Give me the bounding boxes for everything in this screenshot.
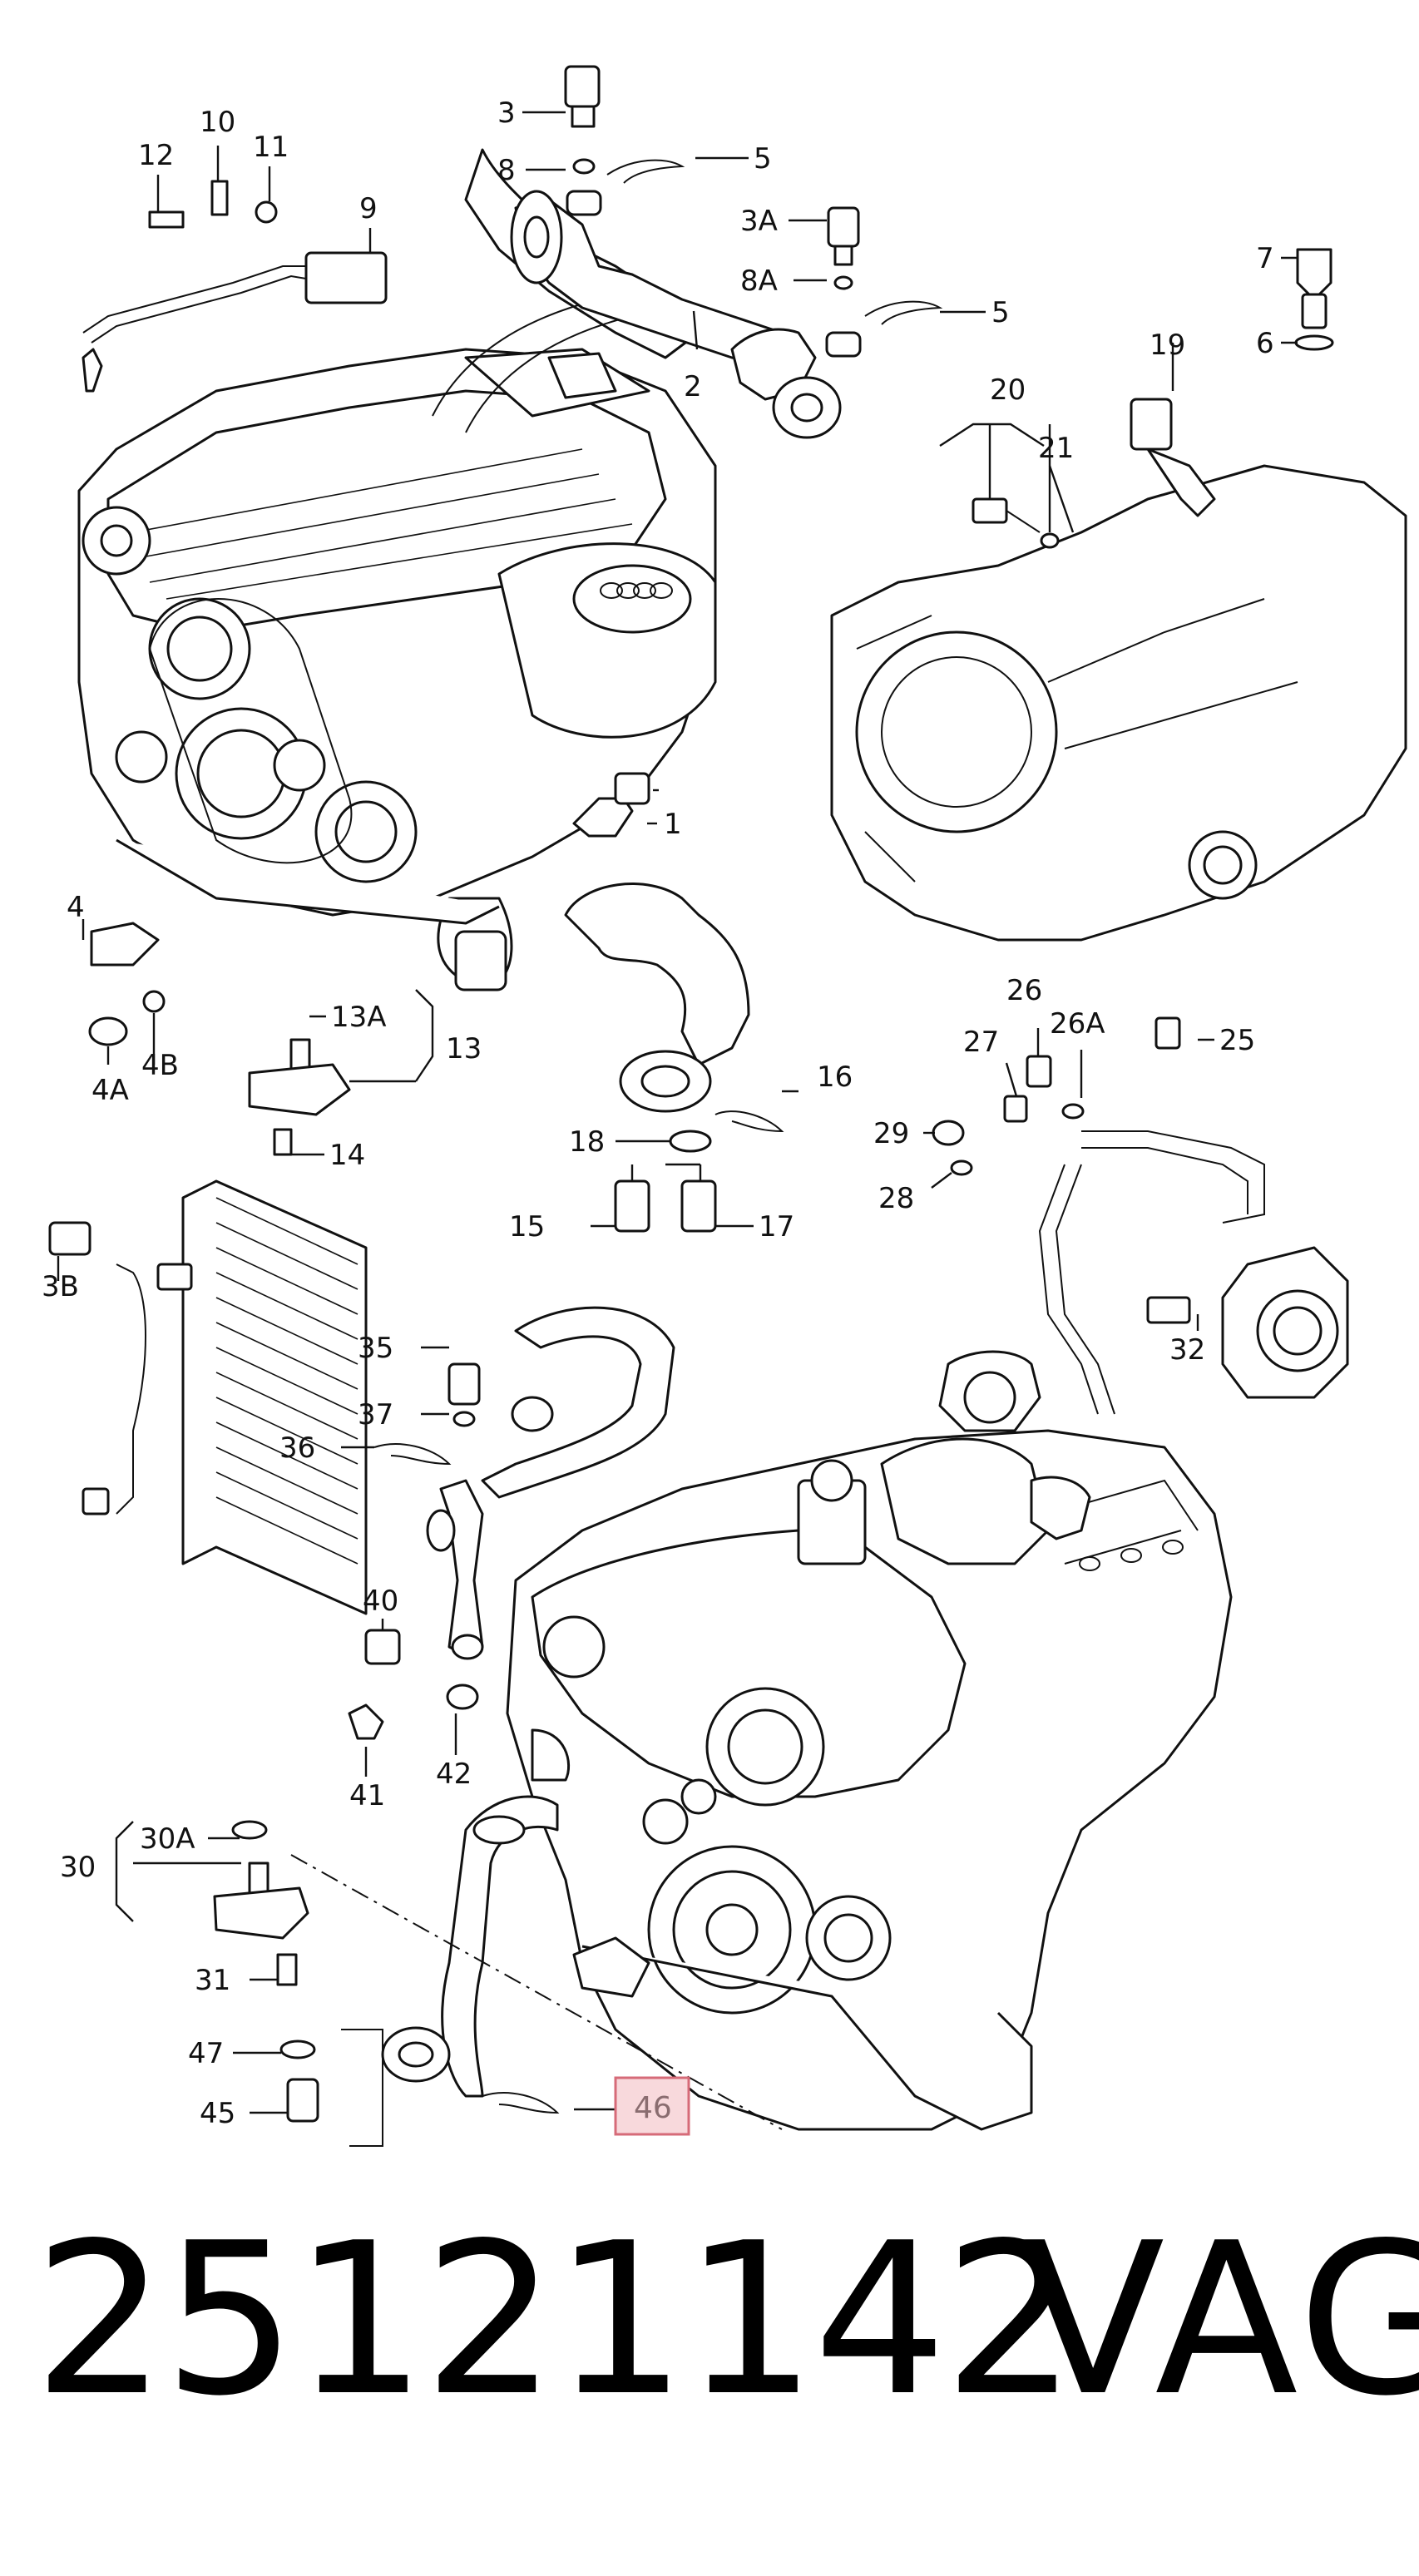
callout-4a: 4A <box>91 1074 129 1107</box>
lower-engine-drawing <box>506 1350 1233 2131</box>
callout-5: 5 <box>754 142 772 176</box>
callout-30: 30 <box>60 1851 96 1884</box>
callout-46: 46 <box>634 2091 672 2125</box>
callout-46-box <box>614 2076 690 2136</box>
lower-hose-drawing <box>348 1306 675 2098</box>
footer: 25121142 VAG <box>0 2196 1419 2445</box>
callout-26a: 26A <box>1050 1007 1105 1041</box>
callout-1: 1 <box>664 808 682 841</box>
callout-27: 27 <box>963 1026 999 1059</box>
callout-31: 31 <box>195 1964 230 1997</box>
part-number: 25121142 <box>33 2198 1077 2442</box>
callout-46-highlight[interactable]: 46 <box>614 2076 690 2136</box>
callout-28: 28 <box>878 1182 914 1215</box>
transmission-drawing <box>830 248 1407 942</box>
part-32-drawing <box>1146 1246 1349 1399</box>
coolant-flange-top-drawing <box>510 65 943 439</box>
callout-26: 26 <box>1006 974 1042 1007</box>
callout-35: 35 <box>358 1332 393 1365</box>
callout-21: 21 <box>1038 432 1074 465</box>
callout-3a: 3A <box>740 205 778 238</box>
parts-25-29-drawing <box>932 1016 1265 1415</box>
callout-13a: 13A <box>331 1001 387 1034</box>
callout-29: 29 <box>873 1117 909 1150</box>
callout-37: 37 <box>358 1398 393 1431</box>
callout-41: 41 <box>349 1779 385 1812</box>
radiator-drawing <box>48 1179 368 1615</box>
callout-10: 10 <box>200 106 235 139</box>
callout-32: 32 <box>1169 1333 1205 1367</box>
callout-16: 16 <box>817 1061 853 1094</box>
callout-14: 14 <box>329 1139 365 1172</box>
callout-12: 12 <box>138 139 174 172</box>
callout-7: 7 <box>1256 242 1274 275</box>
callout-8: 8 <box>497 154 516 187</box>
callout-4: 4 <box>67 891 85 924</box>
callout-3b: 3B <box>42 1270 79 1303</box>
callout-20: 20 <box>990 373 1026 407</box>
upper-engine-drawing <box>77 148 717 991</box>
callout-labels: 3 8 5 2 3A 8A 5 7 6 19 20 21 9 10 11 12 … <box>42 96 1274 2130</box>
callout-18: 18 <box>569 1125 605 1159</box>
parts-30-31-45-47-drawing <box>213 1820 783 2147</box>
callout-17: 17 <box>759 1210 794 1244</box>
callout-47: 47 <box>188 2037 224 2070</box>
callout-9: 9 <box>359 192 378 225</box>
coolant-hose-middle-drawing <box>564 883 784 1233</box>
callout-6: 6 <box>1256 327 1274 360</box>
callout-2: 2 <box>684 370 702 403</box>
callout-4b: 4B <box>141 1049 179 1082</box>
callout-11: 11 <box>253 131 289 164</box>
sensor-1-drawing <box>572 772 659 838</box>
callout-19: 19 <box>1150 329 1185 362</box>
callout-3: 3 <box>497 96 516 130</box>
callout-42: 42 <box>436 1758 472 1791</box>
callout-30a: 30A <box>140 1822 195 1856</box>
brand-name: VAG <box>1021 2198 1419 2442</box>
upper-left-sensor-wire-drawing <box>82 180 388 393</box>
callout-25: 25 <box>1219 1024 1255 1057</box>
callout-13: 13 <box>446 1032 482 1066</box>
callout-leader-lines <box>57 111 1298 2114</box>
callout-36: 36 <box>279 1431 315 1465</box>
callout-5-second: 5 <box>991 296 1010 329</box>
callout-45: 45 <box>200 2097 235 2130</box>
callout-15: 15 <box>509 1210 545 1244</box>
parts-4-13-14-drawing <box>88 922 351 1156</box>
callout-8a: 8A <box>740 265 778 298</box>
callout-40: 40 <box>363 1585 398 1618</box>
